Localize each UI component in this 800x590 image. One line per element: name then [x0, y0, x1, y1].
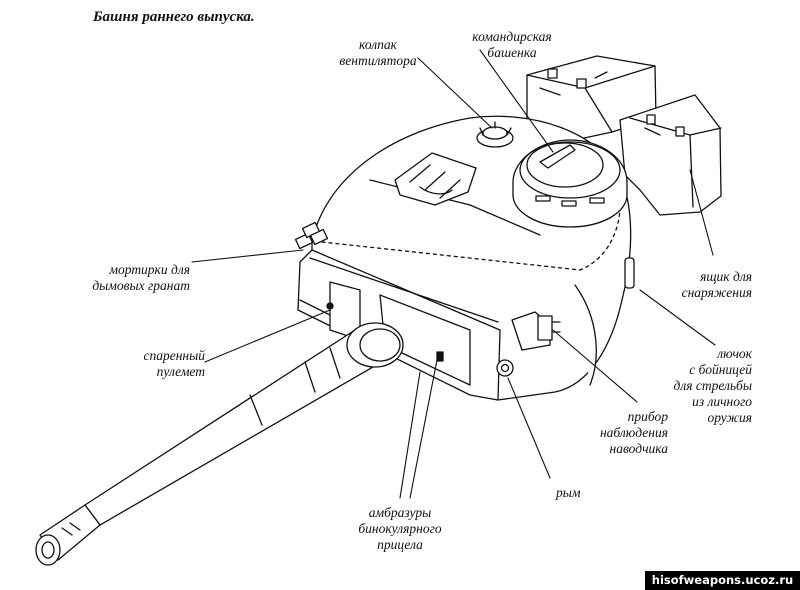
label-pistol-port: лючок с бойницей для стрельбы из личного… [673, 346, 752, 425]
label-smoke-mortars: мортирки для дымовых гранат [92, 262, 190, 293]
lifting-eye [496, 359, 514, 377]
label-fan-cap: колпак вентилятора [339, 37, 417, 68]
roof-hatch [394, 152, 477, 206]
gunner-sight-device [511, 311, 561, 351]
pistol-port [624, 257, 635, 289]
label-binocular-sight: амбразуры бинокулярного прицела [358, 505, 442, 552]
label-gunner-sight: прибор наблюдения наводчика [599, 409, 668, 456]
label-commander-cupola: командирская башенка [472, 29, 552, 60]
leader-lines [191, 49, 716, 499]
stowage-box [526, 55, 722, 216]
watermark: hisofweapons.ucoz.ru [645, 571, 800, 590]
gun-mantlet [297, 249, 501, 401]
label-stowage-box: ящик для снаряжения [681, 269, 752, 300]
label-lifting-eye: рым [556, 485, 581, 500]
commander-cupola [512, 139, 628, 228]
label-coaxial-mg: спаренный пулемет [143, 348, 205, 379]
gun-barrel [35, 322, 404, 566]
fan-cap [476, 121, 514, 148]
smoke-mortars [294, 221, 329, 250]
diagram-title: Башня раннего выпуска. [93, 9, 255, 25]
